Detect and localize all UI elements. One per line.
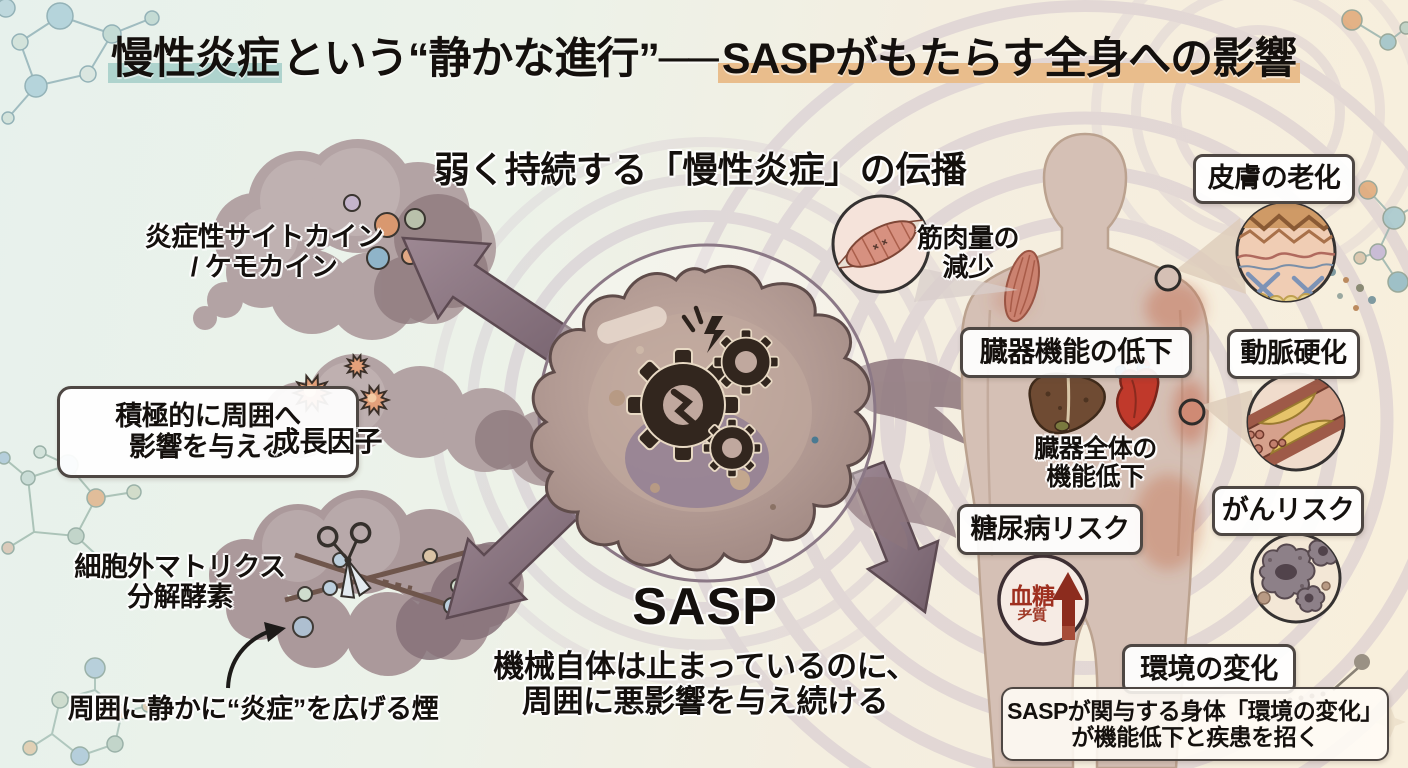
blood-sugar-up-arrow-icon [1052, 572, 1083, 640]
footer-caption-box: SASPが関与する身体「環境の変化」 が機能低下と疾患を招く [1001, 687, 1389, 761]
skin-aging-box: 皮膚の老化 [1193, 154, 1355, 204]
smoke-cloud-cytokines [193, 139, 496, 340]
sasp-label: SASP [632, 578, 778, 636]
cytokine-bubbles-icon [343, 194, 426, 270]
cancer-callout [1250, 532, 1342, 624]
title-highlight-sasp: SASPがもたらす全身への影響 [717, 35, 1301, 83]
smoke-cloud-ecm [209, 490, 524, 676]
artery-icon [1248, 374, 1344, 470]
skin-section-icon [1237, 203, 1335, 301]
page-title: 慢性炎症という“静かな進行”──SASPがもたらす全身への影響 [0, 34, 1408, 86]
smoke-caption: 周囲に静かに“炎症”を広げる煙 [67, 694, 439, 724]
scissors-icon [316, 522, 372, 599]
muscle-loss-label: 筋肉量の 減少 [916, 223, 1020, 283]
molecule-decoration-top-right [1341, 9, 1408, 293]
blood-sugar-sub-label: 耂質 [1017, 607, 1047, 624]
center-caption: 機械自体は止まっているのに、 周囲に悪影響を与え続ける [493, 649, 917, 719]
title-plain: という“静かな進行” [281, 35, 660, 83]
crack-spark-icon [681, 305, 725, 353]
diabetes-risk-box: 糖尿病リスク [957, 504, 1143, 555]
organ-function-box: 臓器機能の低下 [960, 327, 1192, 378]
matrix-fibers-icon [284, 547, 476, 615]
senescent-cell-illustration [530, 243, 877, 583]
molecule-decoration-top-left [0, 0, 160, 125]
molecule-decoration-bottom-left [22, 657, 155, 766]
arteriosclerosis-box: 動脈硬化 [1227, 329, 1360, 379]
title-dash: ── [658, 35, 719, 83]
ecm-label: 細胞外マトリクス 分解酵素 [74, 552, 286, 613]
organ-caption: 臓器全体の 機能低下 [1034, 435, 1157, 491]
blood-sugar-label: 血糖 [1009, 583, 1056, 609]
liver-icon [1028, 372, 1106, 435]
cytokine-label: 炎症性サイトカイン / ケモカイン [144, 222, 384, 283]
muscle-icon [833, 218, 929, 270]
influence-box: 積極的に周囲へ 影響を与える [57, 386, 359, 478]
skin-callout [1154, 201, 1337, 303]
growth-factor-label: 成長因子 [271, 426, 383, 457]
shoulder-muscle-icon [1004, 249, 1040, 323]
blood-sugar-callout [997, 554, 1089, 646]
center-heading: 弱く持続する「慢性炎症」の伝播 [433, 149, 967, 190]
curved-arrow [226, 622, 286, 689]
cancer-risk-box: がんリスク [1212, 486, 1364, 536]
title-highlight-chronic-inflammation: 慢性炎症 [107, 35, 282, 83]
muscle-callout [831, 194, 1018, 302]
